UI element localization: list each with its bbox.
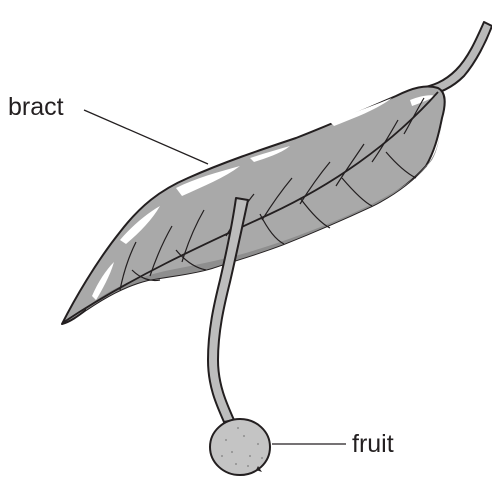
fruit-body	[210, 419, 270, 475]
fruit-label: fruit	[352, 432, 394, 457]
bract-label: bract	[8, 95, 64, 120]
bract-leader-line	[84, 110, 208, 164]
twig	[420, 22, 492, 96]
